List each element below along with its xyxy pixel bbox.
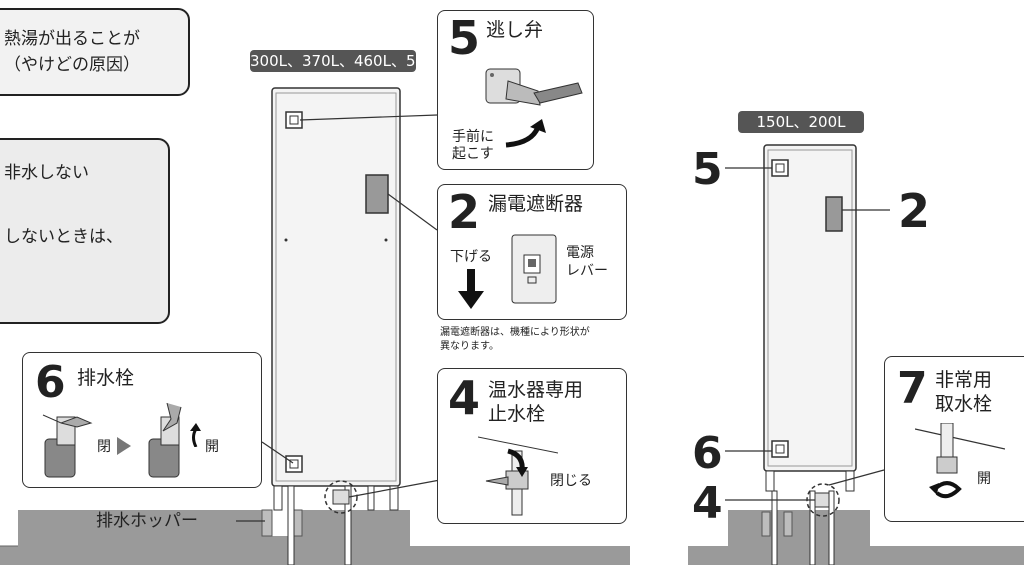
callout-drain-plug: 6 排水栓 閉 開	[22, 352, 262, 488]
ground-left	[0, 510, 630, 565]
drain-plug-closed-icon	[42, 414, 93, 478]
small-unit-number-5: 5	[692, 144, 723, 195]
relief-valve-icon	[485, 68, 583, 106]
warning-note: 熱湯が出ることが （やけどの原因）	[0, 8, 190, 96]
step-number-4: 4	[448, 371, 481, 425]
shutoff-title-line1: 温水器専用	[488, 379, 584, 401]
breaker-note-line2: 異なります。	[440, 341, 499, 352]
relief-valve-action-line1: 手前に	[452, 129, 494, 145]
callout-shutoff-valve: 4 温水器専用 止水栓 閉じる	[437, 368, 627, 524]
callout-relief-valve: 5 逃し弁 手前に 起こす	[437, 10, 594, 170]
breaker-title: 漏電遮断器	[488, 193, 584, 215]
emergency-title-line2: 取水栓	[935, 393, 993, 415]
curved-arrow-icon	[505, 119, 546, 148]
info-note-line1: 非水しない	[4, 163, 89, 183]
callout-breaker: 2 漏電遮断器 下げる 電源 レバー	[437, 184, 627, 320]
emergency-valve-icon	[915, 423, 1005, 499]
tank-large	[271, 87, 401, 565]
emergency-open: 開	[977, 471, 991, 487]
step-number-7: 7	[897, 363, 928, 414]
callout-emergency-valve: 7 非常用 取水栓 開	[884, 356, 1024, 522]
play-arrow-icon	[117, 437, 131, 455]
emergency-title-line1: 非常用	[935, 369, 993, 391]
model-tag-small: 150L、200L	[738, 111, 864, 133]
model-tag-large: 300L、370L、460L、550L	[250, 50, 443, 72]
info-note-line2: しないときは、	[4, 227, 123, 247]
step-number-6: 6	[35, 357, 66, 408]
breaker-lever-line1: 電源	[566, 245, 594, 261]
step-number-5: 5	[448, 11, 481, 65]
shutoff-title-line2: 止水栓	[488, 403, 546, 425]
tank-small	[763, 144, 857, 565]
breaker-lever-line2: レバー	[566, 263, 608, 279]
drain-hopper-label: 排水ホッパー	[96, 511, 198, 531]
up-arrow-icon	[190, 423, 201, 447]
breaker-note-line1: 漏電遮断器は、機種により形状が	[440, 327, 590, 338]
info-note: 非水しない しないときは、	[0, 138, 170, 324]
drain-plug-closed: 閉	[97, 439, 111, 455]
breaker-icon	[511, 234, 557, 304]
small-unit-number-6: 6	[692, 428, 723, 479]
down-arrow-icon	[458, 269, 484, 309]
small-unit-number-4: 4	[692, 478, 723, 529]
shutoff-valve-icon	[478, 436, 558, 516]
warning-note-line1: 熱湯が出ることが	[4, 29, 140, 49]
small-unit-number-2: 2	[898, 184, 931, 238]
relief-valve-action-line2: 起こす	[452, 146, 494, 162]
warning-note-line2: （やけどの原因）	[4, 55, 140, 75]
shutoff-action: 閉じる	[550, 473, 592, 489]
drain-plug-title: 排水栓	[77, 367, 135, 389]
drain-plug-open: 開	[205, 439, 219, 455]
relief-valve-title: 逃し弁	[486, 19, 544, 41]
step-number-2: 2	[448, 185, 481, 239]
drain-plug-open-icon	[148, 403, 182, 478]
breaker-action: 下げる	[450, 249, 492, 265]
